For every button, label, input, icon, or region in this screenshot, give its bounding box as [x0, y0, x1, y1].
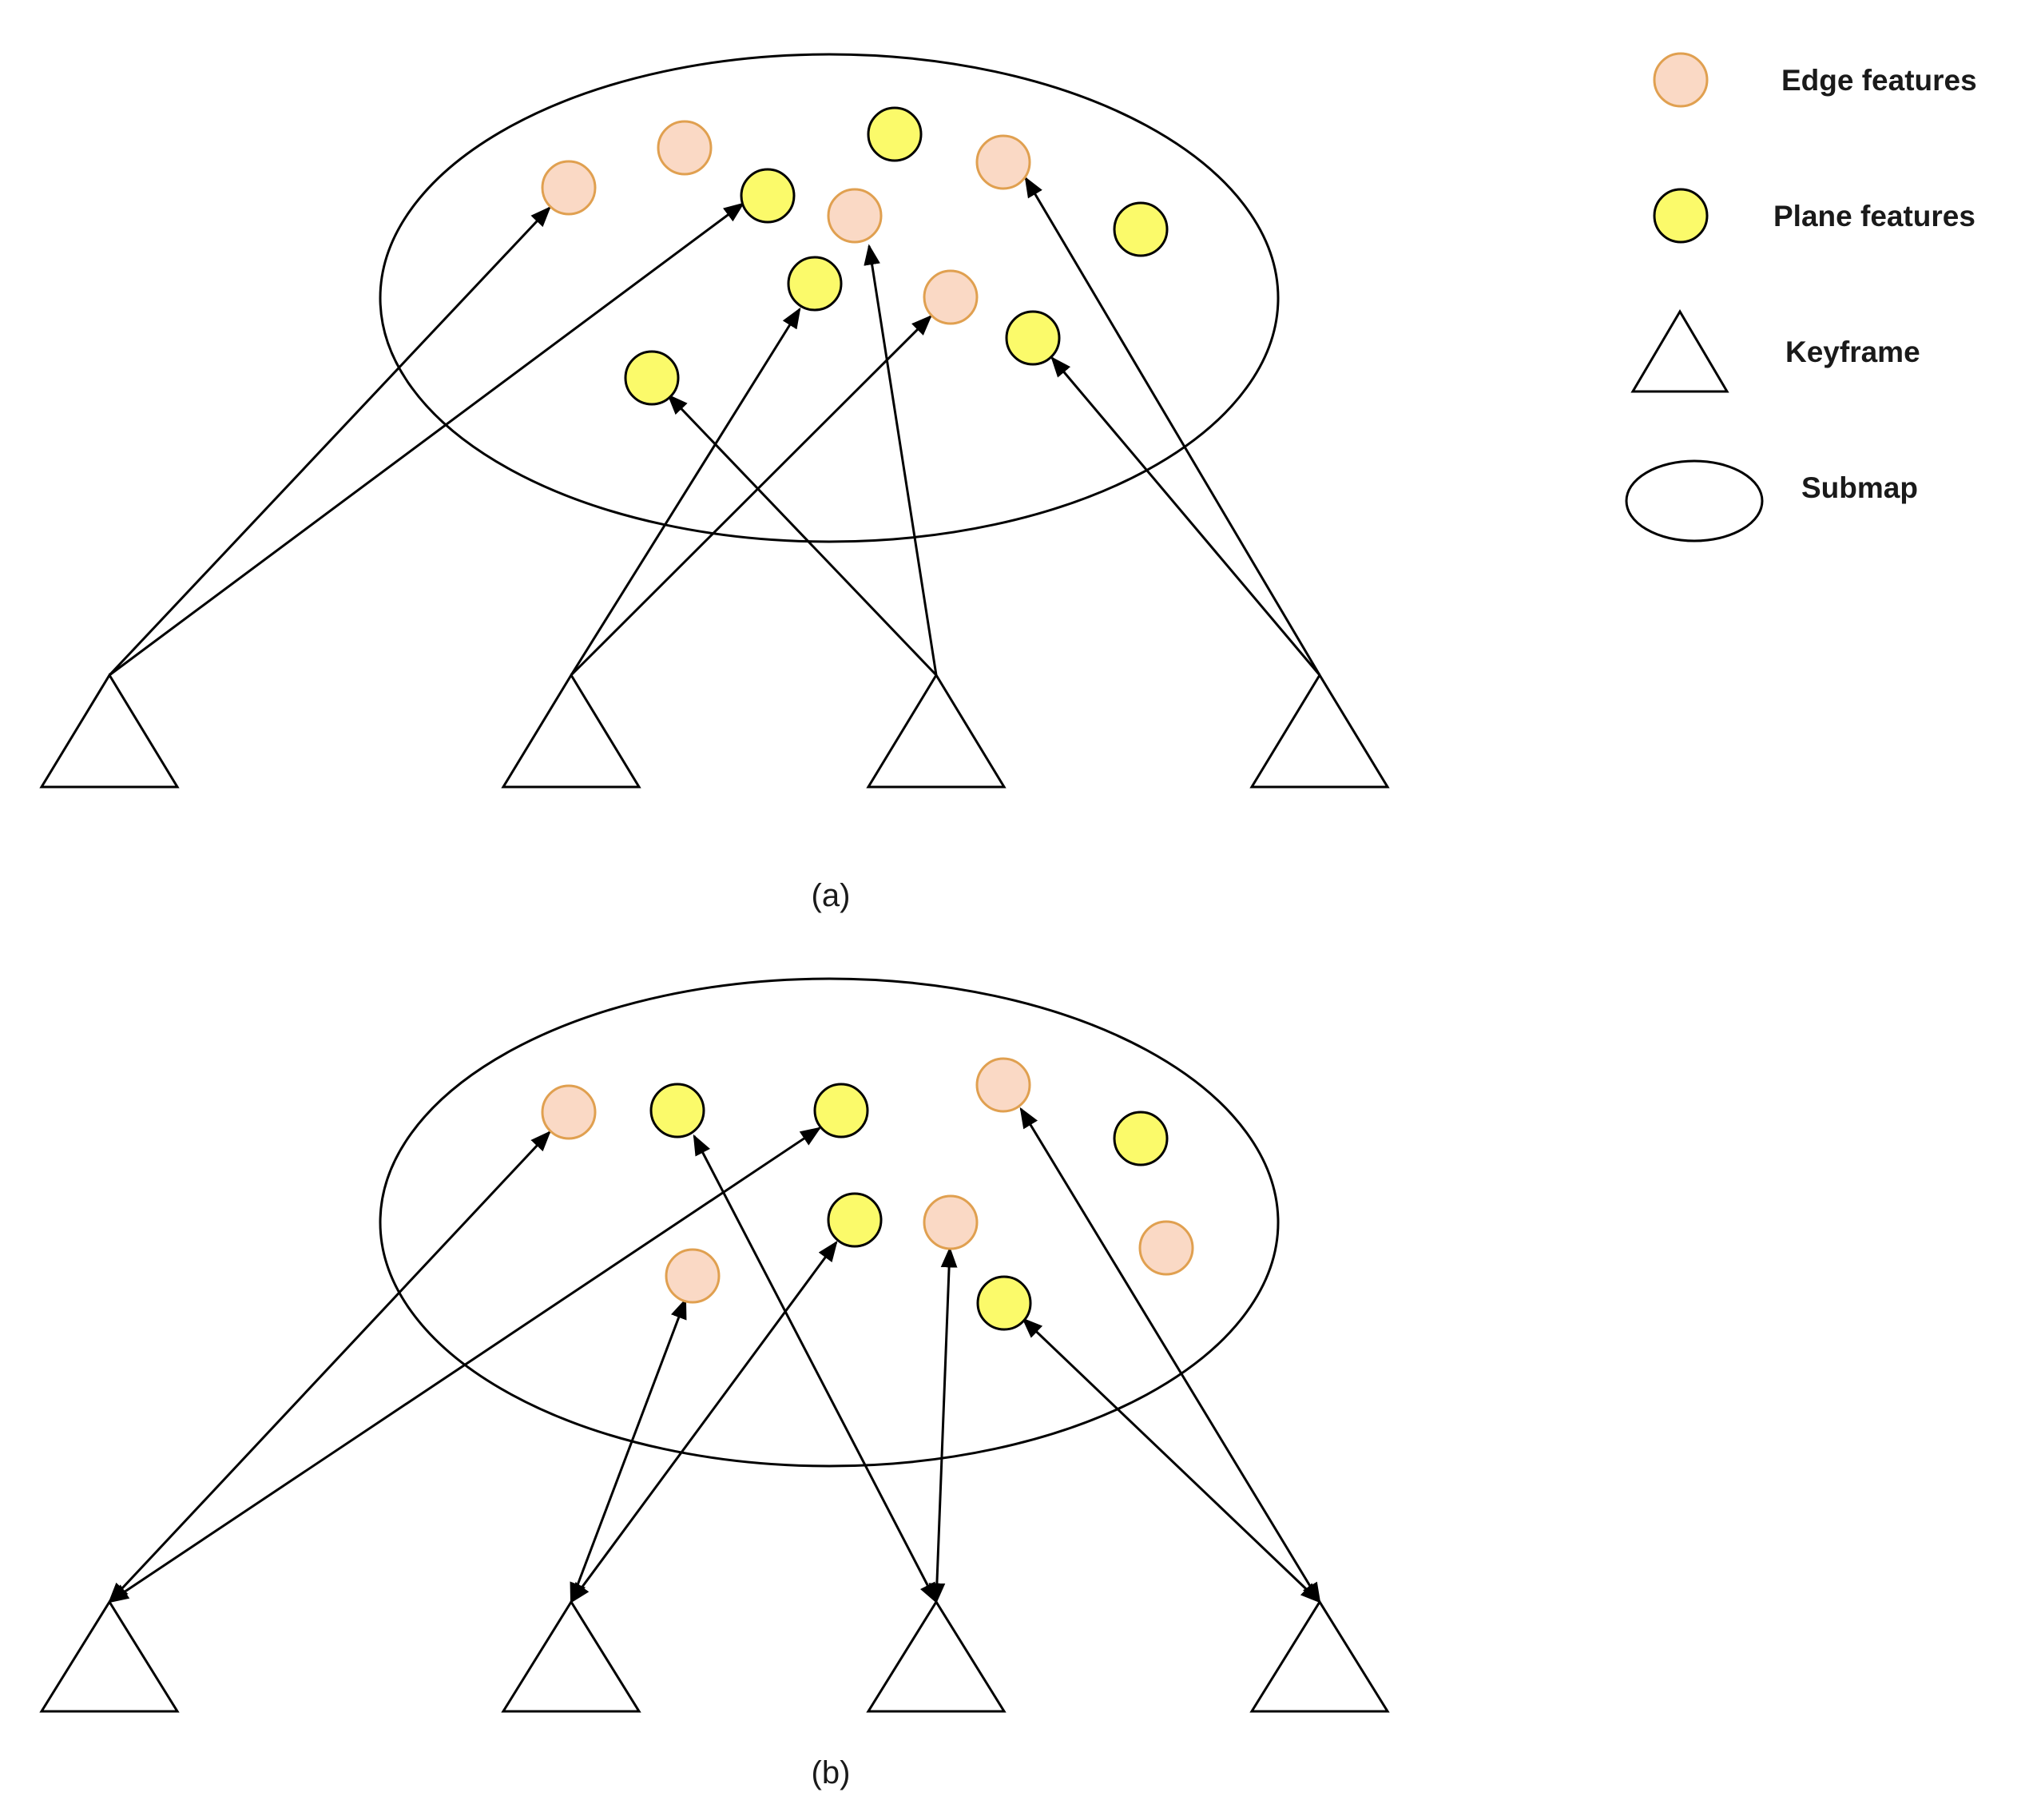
arrow-a-4 — [570, 315, 932, 677]
plane-feature — [787, 256, 843, 312]
arrow-a-2 — [109, 202, 745, 677]
plane-feature — [649, 1083, 705, 1138]
keyframe-b-1 — [39, 1599, 180, 1713]
edge-feature — [541, 1084, 597, 1140]
legend-item-submap: Submap — [1625, 459, 1918, 542]
arrow-a-3 — [570, 307, 801, 676]
legend-label-keyframe: Keyframe — [1785, 336, 1920, 368]
arrow-b-5 — [693, 1134, 938, 1604]
plane-feature — [1113, 1111, 1169, 1166]
arrow-b-1 — [108, 1131, 551, 1603]
legend-item-edge-features: Edge features — [1653, 52, 1977, 108]
legend-item-plane-features: Plane features — [1653, 188, 1975, 244]
arrow-b-7 — [1022, 1317, 1321, 1603]
plane-feature — [624, 350, 680, 406]
panel-caption-b: (b) — [812, 1755, 851, 1790]
arrow-a-1 — [108, 206, 551, 677]
plane-feature — [1005, 310, 1061, 366]
edge-feature-icon — [1653, 52, 1709, 108]
arrow-a-5 — [667, 394, 938, 677]
features-a — [541, 106, 1169, 406]
plane-feature-icon — [1653, 188, 1709, 244]
legend: Edge features Plane features Keyframe Su… — [1625, 52, 1977, 542]
keyframe-a-1 — [39, 673, 180, 789]
arrow-a-7 — [1050, 356, 1321, 676]
keyframe-b-4 — [1249, 1599, 1390, 1713]
plane-feature — [976, 1275, 1032, 1331]
legend-label-plane-features: Plane features — [1773, 200, 1975, 232]
keyframe-icon — [1630, 309, 1729, 393]
plane-feature — [1113, 201, 1169, 257]
keyframes-a — [39, 673, 1390, 789]
edge-feature — [1138, 1220, 1194, 1276]
plane-feature — [813, 1083, 869, 1138]
arrow-b-8 — [1019, 1107, 1321, 1604]
edge-feature — [827, 188, 883, 244]
edge-feature — [541, 160, 597, 216]
edge-feature — [923, 1194, 979, 1250]
arrows-b — [107, 1107, 1321, 1604]
keyframe-b-3 — [866, 1599, 1007, 1713]
plane-feature — [867, 106, 923, 162]
keyframe-a-2 — [501, 673, 641, 789]
submap-ellipse-a — [379, 53, 1280, 543]
keyframe-a-4 — [1249, 673, 1390, 789]
plane-feature — [827, 1192, 883, 1248]
edge-feature — [923, 269, 979, 325]
edge-feature — [657, 120, 713, 176]
arrow-a-8 — [1024, 176, 1321, 676]
arrow-b-6 — [928, 1246, 958, 1604]
panel-a: (a) — [39, 53, 1390, 913]
edge-feature — [975, 1057, 1031, 1113]
arrow-a-6 — [864, 244, 938, 676]
panel-caption-a: (a) — [812, 878, 851, 913]
features-b — [541, 1057, 1194, 1331]
keyframes-b — [39, 1599, 1390, 1713]
keyframe-a-3 — [866, 673, 1007, 789]
plane-feature — [740, 168, 796, 224]
arrows-a — [108, 176, 1321, 677]
panel-b: (b) — [39, 977, 1390, 1790]
edge-feature — [665, 1248, 721, 1304]
edge-feature — [975, 134, 1031, 190]
submap-icon — [1625, 459, 1764, 542]
legend-label-submap: Submap — [1801, 471, 1918, 504]
arrow-b-2 — [107, 1127, 822, 1603]
legend-label-edge-features: Edge features — [1781, 64, 1977, 97]
keyframe-b-2 — [501, 1599, 641, 1713]
legend-item-keyframe: Keyframe — [1630, 309, 1920, 393]
